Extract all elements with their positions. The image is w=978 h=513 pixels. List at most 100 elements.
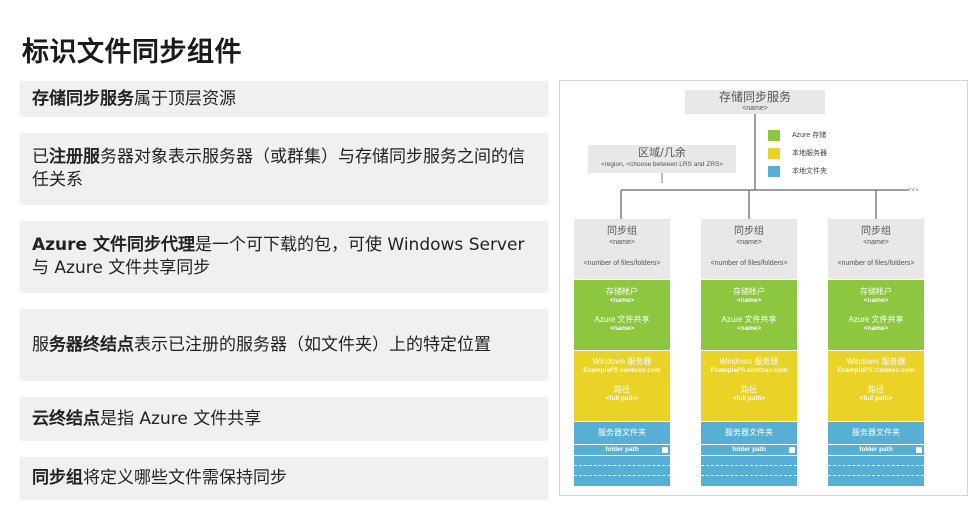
- storage-account-label: 存储帐户: [606, 287, 638, 296]
- sync-group-label: 同步组: [734, 226, 764, 237]
- storage-account-name: <name>: [863, 297, 889, 304]
- region-sub: <region, <choose between LRS and ZRS>: [600, 161, 724, 168]
- bullet-text: 是指 Azure 文件共享: [100, 408, 262, 429]
- folder-path-row: folder path: [828, 444, 924, 456]
- sync-group-label: 同步组: [861, 226, 891, 237]
- sync-group-name: <name>: [736, 239, 762, 246]
- storage-account-label: 存储帐户: [733, 287, 765, 296]
- server-folder-label: 服务器文件夹: [852, 428, 900, 437]
- service-name: <name>: [742, 105, 768, 112]
- checkbox-icon: [789, 447, 795, 453]
- cloud-endpoint-box: 存储帐户 <name> Azure 文件共享 <name>: [701, 280, 797, 350]
- folder-path: folder path: [732, 446, 766, 453]
- server-box: Windows 服务器 ExampleFS.contoso.com 路径 <fu…: [574, 351, 670, 421]
- legend-swatch: [768, 166, 780, 177]
- bullet-text-lead: 服: [32, 334, 49, 355]
- server-box: Windows 服务器 ExampleFS.contoso.com 路径 <fu…: [828, 351, 924, 421]
- sync-group-column-2: 同步组 <name> <number of files/folders> 存储帐…: [701, 219, 797, 486]
- path-label: 路径: [741, 385, 757, 394]
- bullet-cloud-endpoint: 云终结点是指 Azure 文件共享: [20, 397, 548, 441]
- bullet-text: 将定义哪些文件需保持同步: [83, 468, 287, 488]
- file-share-label: Azure 文件共享: [594, 315, 650, 324]
- sync-group-name: <name>: [863, 239, 889, 246]
- sync-group-column-1: 同步组 <name> <number of files/folders> 存储帐…: [574, 219, 670, 486]
- path-label: 路径: [614, 385, 630, 394]
- sync-architecture-diagram: ... 存储同步服务 <name> 区域/几余 <region, <choose…: [559, 80, 968, 496]
- cloud-endpoint-box: 存储帐户 <name> Azure 文件共享 <name>: [574, 280, 670, 350]
- bullet-bold: 存储同步服务: [32, 88, 134, 109]
- sync-group-name: <name>: [609, 239, 635, 246]
- legend-label: 本地文件夹: [792, 168, 827, 175]
- bullet-text: 是一个可下载的包，可使 Windows Server 与 Azure 文件共享同…: [32, 235, 525, 278]
- folder-path-row: folder path: [574, 444, 670, 456]
- sync-group-count: <number of files/folders>: [710, 260, 788, 267]
- region-title: 区域/几余: [638, 146, 686, 159]
- bullet-storage-sync-service: 存储同步服务属于顶层资源: [20, 81, 548, 117]
- divider: [701, 465, 797, 466]
- bullet-bold: 云终结点: [32, 408, 100, 429]
- server-box: Windows 服务器 ExampleFS.contoso.com 路径 <fu…: [701, 351, 797, 421]
- bullet-text-lead: 已: [32, 147, 49, 167]
- server-endpoint-box: 服务器文件夹 folder path: [574, 422, 670, 486]
- bullet-text: 表示已注册的服务器（如文件夹）上的特定位置: [134, 334, 491, 355]
- server-endpoint-box: 服务器文件夹 folder path: [828, 422, 924, 486]
- bullet-registered-server: 已注册服务器对象表示服务器（或群集）与存储同步服务之间的信任关系: [20, 133, 548, 205]
- sync-group-box: 同步组 <name> <number of files/folders>: [701, 219, 797, 279]
- divider: [574, 465, 670, 466]
- full-path: <full path>: [732, 395, 766, 402]
- bullet-text: 务器对象表示服务器（或群集）与存储同步服务之间的信任关系: [32, 147, 525, 190]
- folder-path: folder path: [859, 446, 893, 453]
- legend-swatch: [768, 130, 780, 141]
- bullet-server-endpoint: 服务器终结点表示已注册的服务器（如文件夹）上的特定位置: [20, 309, 548, 381]
- divider: [828, 475, 924, 476]
- file-share-label: Azure 文件共享: [848, 315, 904, 324]
- storage-account-name: <name>: [609, 297, 635, 304]
- bullet-sync-group: 同步组将定义哪些文件需保持同步: [20, 457, 548, 500]
- connector-lines: [620, 114, 920, 219]
- file-share-name: <name>: [609, 325, 635, 332]
- sync-group-column-3: 同步组 <name> <number of files/folders> 存储帐…: [828, 219, 924, 486]
- bullet-bold: 同步组: [32, 468, 83, 488]
- folder-path: folder path: [605, 446, 639, 453]
- cloud-endpoint-box: 存储帐户 <name> Azure 文件共享 <name>: [828, 280, 924, 350]
- windows-server-label: Windows 服务器: [592, 357, 652, 366]
- full-path: <full path>: [859, 395, 893, 402]
- divider: [574, 475, 670, 476]
- server-endpoint-box: 服务器文件夹 folder path: [701, 422, 797, 486]
- server-host: ExampleFS.contoso.com: [837, 367, 915, 374]
- region-box: 区域/几余 <region, <choose between LRS and Z…: [588, 145, 736, 173]
- sync-group-count: <number of files/folders>: [837, 260, 915, 267]
- bullet-bold: 务器终结点: [49, 334, 134, 355]
- divider: [701, 475, 797, 476]
- sync-group-label: 同步组: [607, 226, 637, 237]
- server-host: ExampleFS.contoso.com: [710, 367, 788, 374]
- full-path: <full path>: [605, 395, 639, 402]
- file-share-name: <name>: [736, 325, 762, 332]
- legend-swatch: [768, 148, 780, 159]
- storage-account-name: <name>: [736, 297, 762, 304]
- file-share-name: <name>: [863, 325, 889, 332]
- windows-server-label: Windows 服务器: [846, 357, 906, 366]
- service-title: 存储同步服务: [718, 90, 791, 104]
- storage-account-label: 存储帐户: [860, 287, 892, 296]
- checkbox-icon: [662, 447, 668, 453]
- folder-path-row: folder path: [701, 444, 797, 456]
- legend-label: 本地服务器: [792, 150, 827, 157]
- server-folder-label: 服务器文件夹: [598, 428, 646, 437]
- path-label: 路径: [868, 385, 884, 394]
- file-share-label: Azure 文件共享: [721, 315, 777, 324]
- page-title: 标识文件同步组件: [22, 37, 242, 68]
- more-ellipsis: ...: [908, 181, 916, 191]
- divider: [828, 465, 924, 466]
- bullet-bold: Azure 文件同步代理: [32, 235, 195, 255]
- windows-server-label: Windows 服务器: [719, 357, 779, 366]
- bullet-bold: 注册服: [49, 147, 100, 167]
- server-host: ExampleFS.contoso.com: [583, 367, 661, 374]
- bullet-text: 属于顶层资源: [134, 88, 236, 109]
- server-folder-label: 服务器文件夹: [725, 428, 773, 437]
- legend-label: Azure 存储: [792, 132, 827, 139]
- storage-sync-service-box: 存储同步服务 <name>: [685, 90, 825, 114]
- bullet-sync-agent: Azure 文件同步代理是一个可下载的包，可使 Windows Server 与…: [20, 221, 548, 293]
- sync-group-box: 同步组 <name> <number of files/folders>: [574, 219, 670, 279]
- sync-group-box: 同步组 <name> <number of files/folders>: [828, 219, 924, 279]
